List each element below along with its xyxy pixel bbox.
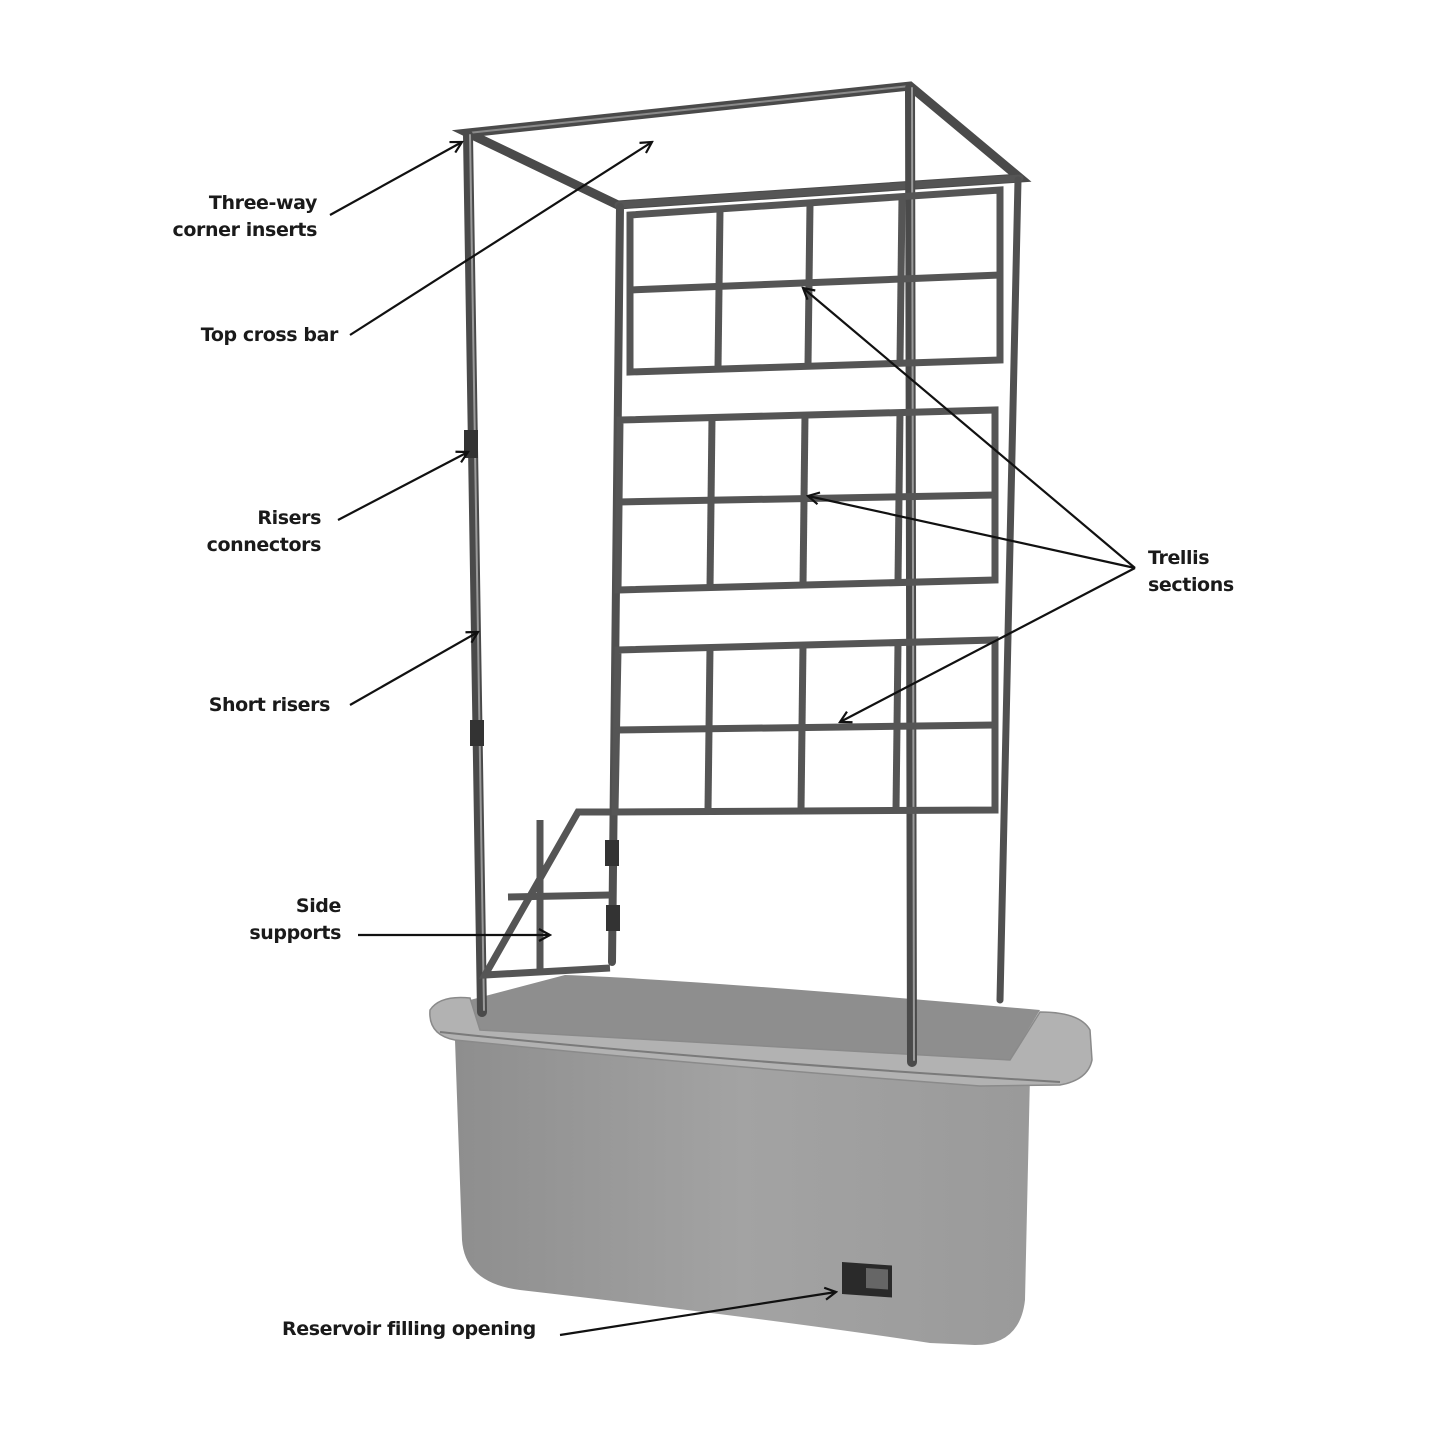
arrow-reservoir-opening (559, 1292, 836, 1337)
trellis-frame (451, 81, 1032, 1067)
label-risers-connectors: Risers connectors (206, 507, 322, 556)
arrow-top-cross-bar (349, 142, 652, 336)
arrow-short-risers (349, 632, 478, 706)
planter-body (455, 1040, 1030, 1345)
arrow-trellis-2 (808, 496, 1136, 570)
callout-arrows (329, 142, 1136, 1337)
arrow-trellis-3 (840, 567, 1136, 722)
planter-reservoir (429, 975, 1093, 1345)
arrow-risers-connectors (337, 452, 468, 521)
label-three-way-corner-inserts: Three-way corner inserts (172, 192, 318, 241)
planter-rim (429, 996, 1093, 1087)
arrow-trellis-1 (803, 288, 1136, 569)
label-side-supports: Side supports (249, 895, 341, 944)
trellis-sections (478, 186, 1004, 979)
arrow-three-way-corner (329, 142, 462, 216)
label-trellis-sections: Trellis sections (1148, 547, 1234, 596)
label-reservoir-filling-opening: Reservoir filling opening (282, 1318, 536, 1340)
label-short-risers: Short risers (208, 694, 331, 716)
label-top-cross-bar: Top cross bar (200, 324, 339, 346)
